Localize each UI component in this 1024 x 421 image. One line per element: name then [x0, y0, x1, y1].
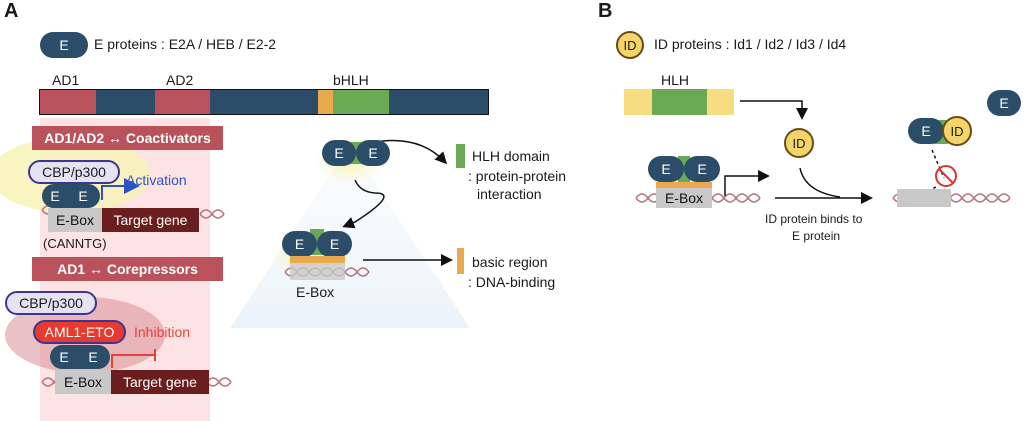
hlh-domain-desc-2: interaction	[477, 186, 542, 202]
ad2-domain	[155, 90, 210, 114]
no-binding-icon	[935, 165, 957, 187]
e-box-center	[290, 263, 345, 280]
e-protein: E	[908, 118, 944, 144]
e-box-center-label: E-Box	[296, 284, 335, 300]
cbp-p300-corepressor: CBP/p300	[5, 291, 97, 315]
ad1-domain	[40, 90, 96, 114]
ad2-label: AD2	[166, 72, 194, 88]
e-protein-dimer-left: E	[42, 184, 68, 208]
corepressors-header: AD1 ↔ Corepressors	[32, 257, 223, 281]
e-protein-dimer-right: E	[66, 184, 100, 208]
e-protein-domain-bar	[39, 89, 489, 115]
activation-arrow	[101, 178, 140, 200]
binding-arrow	[342, 179, 385, 229]
id-binding-caption-1: ID protein binds to	[765, 212, 863, 226]
hlh-domain-b	[652, 89, 707, 115]
hlh-domain-title: HLH domain	[472, 148, 550, 164]
hlh-to-id-arrow	[740, 100, 808, 120]
inhibition-label: Inhibition	[134, 324, 191, 340]
e-dimer-b: E E	[648, 156, 720, 182]
e-box-b: E-Box	[656, 188, 712, 208]
e-protein: E	[317, 231, 352, 257]
e-protein-dimer-left: E	[50, 345, 78, 369]
hlh-domain	[333, 90, 389, 114]
id-protein-legend-icon: ID	[616, 31, 644, 59]
unbound-e-box	[897, 189, 951, 207]
basic-region-title: basic region	[472, 254, 548, 270]
ad1-label: AD1	[52, 72, 80, 88]
free-e-protein: E	[987, 90, 1021, 116]
e-protein: E	[356, 140, 390, 166]
e-protein-legend-text: E proteins : E2A / HEB / E2-2	[94, 36, 277, 52]
panel-a-label: A	[4, 0, 19, 22]
cbp-p300-coactivator: CBP/p300	[28, 160, 120, 184]
target-gene-corepressor: Target gene	[111, 370, 209, 394]
e-protein-legend-icon: E	[40, 32, 88, 58]
basic-legend-swatch	[457, 248, 464, 274]
dna-helix-corepressor-right	[206, 377, 232, 387]
e-protein: E	[282, 231, 317, 257]
basic-region-contact	[290, 256, 345, 263]
id-protein-domain-bar	[624, 89, 734, 115]
e-box-coactivator: E-Box	[48, 208, 102, 232]
basic-domain	[318, 90, 333, 114]
transcription-arrow	[724, 170, 770, 196]
e-protein: E	[684, 156, 720, 182]
hlh-legend-swatch	[456, 144, 465, 168]
id-protein-legend-text: ID proteins : Id1 / Id2 / Id3 / Id4	[654, 36, 847, 52]
id-protein: ID	[942, 116, 972, 146]
e-protein: E	[648, 156, 684, 182]
basic-region-desc: : DNA-binding	[468, 274, 556, 290]
e-dimer-dna-bound: E E	[282, 229, 352, 257]
e-dimer-hlh: E E	[322, 140, 390, 166]
activation-label: Activation	[126, 172, 187, 188]
hlh-domain-desc-1: : protein-protein	[468, 168, 567, 184]
panel-b-label: B	[598, 0, 613, 22]
coactivators-header: AD1/AD2 ↔ Coactivators	[32, 126, 223, 150]
basic-region-contact-b	[656, 182, 712, 188]
aml1-eto: AML1-ETO	[33, 320, 126, 344]
e-protein: E	[322, 140, 356, 166]
e-id-heterodimer: E ID	[908, 116, 972, 146]
e-protein-dimer-right: E	[76, 345, 110, 369]
id-binding-curve	[799, 167, 841, 198]
dna-helix-coactivator-right	[199, 209, 225, 219]
cannntg-label: (CANNTG)	[43, 236, 107, 251]
id-binding-caption-2: E protein	[792, 229, 841, 243]
target-gene-coactivator: Target gene	[102, 208, 199, 232]
inhibition-bar	[111, 349, 156, 368]
bhlh-label: bHLH	[333, 72, 369, 88]
id-protein: ID	[784, 128, 814, 158]
hlh-label-b: HLH	[661, 72, 690, 88]
e-box-corepressor: E-Box	[55, 370, 111, 394]
